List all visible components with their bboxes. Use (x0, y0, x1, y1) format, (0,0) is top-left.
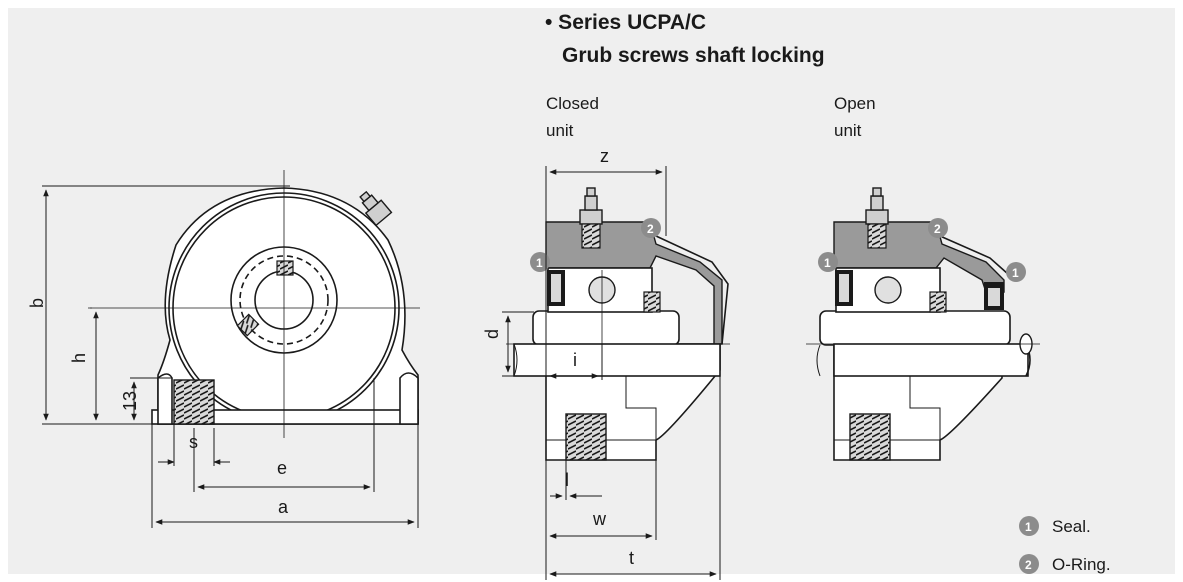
dim-label-z: z (600, 146, 609, 166)
open-unit-label: Open (834, 94, 876, 113)
legend-number-seal: 1 (1025, 520, 1032, 534)
dim-label-h: h (69, 353, 89, 363)
grub-screw-icon (236, 313, 260, 337)
closed-grease-nipple-icon (579, 187, 603, 249)
open-unit-section: 1 2 1 (806, 187, 1040, 461)
title-subtitle: Grub screws shaft locking (562, 44, 825, 67)
open-ball-icon (874, 276, 902, 304)
closed-unit-label: Closed (546, 94, 599, 113)
legend-number-oring: 2 (1025, 558, 1032, 572)
open-badge-seal-right: 1 (1012, 266, 1019, 280)
legend-label-seal: Seal. (1052, 517, 1091, 536)
legend: 1 Seal. 2 O-Ring. (1019, 516, 1111, 574)
open-shaft (819, 310, 1011, 346)
closed-unit-label-2: unit (546, 121, 574, 140)
dim-label-i: i (573, 350, 577, 370)
open-badge-seal: 1 (824, 256, 831, 270)
dim-label-e: e (277, 458, 287, 478)
closed-unit-section: 1 2 z d i l w t (482, 146, 730, 580)
dim-label-13: 13 (120, 391, 140, 411)
dim-label-a: a (278, 497, 289, 517)
open-grease-nipple-icon (865, 187, 889, 249)
dim-label-w: w (592, 509, 607, 529)
open-badge-oring: 2 (934, 222, 941, 236)
grease-nipple-icon (359, 190, 393, 227)
legend-badge-oring (1019, 554, 1039, 574)
title-series: • Series UCPA/C (545, 11, 706, 34)
dim-label-s: s (189, 432, 198, 452)
legend-label-oring: O-Ring. (1052, 555, 1111, 574)
dim-label-d: d (482, 329, 502, 339)
closed-badge-seal: 1 (536, 256, 543, 270)
closed-shaft (532, 310, 680, 346)
grub-screw-icon (276, 260, 294, 276)
dim-label-b: b (27, 298, 47, 308)
dim-label-l: l (565, 470, 569, 490)
open-unit-label-2: unit (834, 121, 862, 140)
tapped-hole-icon (173, 379, 215, 425)
closed-badge-oring: 2 (647, 222, 654, 236)
front-view: b h 13 s e a (27, 170, 420, 528)
legend-badge-seal (1019, 516, 1039, 536)
dim-label-t: t (629, 548, 634, 568)
